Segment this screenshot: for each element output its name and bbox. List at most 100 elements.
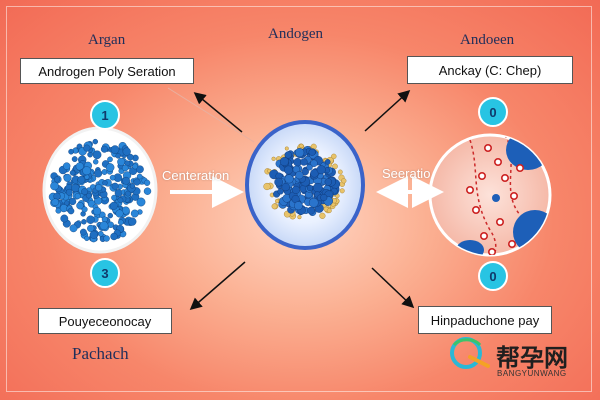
arrow-label-left: Centeration xyxy=(162,168,230,183)
cluster-granule xyxy=(293,201,303,211)
cluster-granule xyxy=(324,178,332,186)
granule xyxy=(122,147,131,156)
granule xyxy=(100,145,108,153)
bead xyxy=(341,178,347,184)
cluster-granule xyxy=(306,164,313,171)
cluster-granule xyxy=(307,206,315,215)
label-box-bottom-right: Hinpaduchone pay xyxy=(418,306,552,334)
cluster-granule xyxy=(308,197,319,208)
granule xyxy=(92,150,102,160)
title-top-right: Andoeen xyxy=(460,32,515,48)
granule xyxy=(122,176,131,185)
bead xyxy=(319,212,326,219)
bead xyxy=(332,163,338,170)
granule xyxy=(107,156,113,163)
cluster-granule xyxy=(291,185,301,195)
center-cell-cluster xyxy=(263,143,347,220)
granule xyxy=(51,198,60,206)
cluster-granule xyxy=(274,177,283,187)
cluster-granule xyxy=(300,158,308,166)
granule xyxy=(105,163,115,172)
title-bottom-left: Pachach xyxy=(72,344,129,363)
cluster-granule xyxy=(281,183,290,192)
watermark-logo-mark xyxy=(450,337,490,369)
cluster-granule xyxy=(324,159,331,165)
granule xyxy=(71,156,78,163)
granule xyxy=(50,181,59,191)
arrow-top-left xyxy=(193,92,243,133)
red-body xyxy=(495,218,504,227)
granule xyxy=(111,194,118,201)
cluster-granule xyxy=(310,159,318,168)
granule xyxy=(85,192,92,199)
granule xyxy=(92,159,99,165)
cluster-granule xyxy=(284,165,293,175)
granule xyxy=(74,193,81,200)
granule xyxy=(118,219,124,226)
granule xyxy=(132,163,139,170)
cluster-granule xyxy=(277,188,284,195)
granule xyxy=(136,173,143,180)
granule xyxy=(133,178,141,186)
red-body xyxy=(500,174,509,183)
cluster-granule xyxy=(320,193,328,201)
granule xyxy=(143,187,152,195)
badge-top-right: 0 xyxy=(478,97,508,127)
granule xyxy=(87,224,95,233)
red-body xyxy=(479,232,488,241)
granule xyxy=(103,235,110,242)
right-cell xyxy=(428,133,552,257)
granule xyxy=(67,207,75,215)
cluster-granule xyxy=(306,184,314,192)
bead xyxy=(339,188,345,194)
arrow-label-right: Seeratio xyxy=(382,166,431,181)
watermark-chinese: 帮孕网 xyxy=(496,344,568,372)
title-top-left: Argan xyxy=(88,32,126,48)
bead xyxy=(275,198,280,204)
granule xyxy=(128,217,137,226)
red-body xyxy=(477,172,486,181)
label-box-bottom-left: Pouyeceonocay xyxy=(38,308,172,334)
granule xyxy=(77,175,86,184)
granule xyxy=(63,173,72,182)
granule xyxy=(109,174,116,181)
cluster-granule xyxy=(308,148,316,156)
red-body xyxy=(487,248,496,255)
red-body xyxy=(507,240,516,249)
bead xyxy=(331,153,337,160)
granule xyxy=(69,224,78,233)
granule xyxy=(130,209,139,218)
granule xyxy=(129,183,136,189)
granule xyxy=(98,230,104,237)
center-cell xyxy=(245,120,365,250)
granule xyxy=(107,212,114,219)
granule xyxy=(87,151,93,158)
granule xyxy=(81,206,88,213)
granule xyxy=(111,182,119,190)
granule xyxy=(84,235,90,242)
red-body xyxy=(509,192,518,201)
granule xyxy=(65,188,73,196)
granule xyxy=(94,169,103,178)
red-body xyxy=(493,158,502,167)
granule xyxy=(81,188,89,196)
bead xyxy=(284,146,289,151)
cluster-granule xyxy=(279,156,289,166)
right-cell-red-bodies xyxy=(465,144,524,255)
cluster-granule xyxy=(284,151,292,159)
granule xyxy=(117,157,126,166)
granule xyxy=(55,207,62,214)
bead xyxy=(271,203,278,210)
granule xyxy=(92,207,102,216)
granule xyxy=(95,184,103,192)
granule xyxy=(68,148,74,155)
cluster-granule xyxy=(284,174,294,184)
left-cell-granules xyxy=(48,138,152,243)
cluster-granule xyxy=(312,182,323,193)
granule xyxy=(89,230,98,239)
bead xyxy=(337,169,343,175)
cluster-granule xyxy=(316,165,326,175)
cluster-granule xyxy=(295,171,304,180)
